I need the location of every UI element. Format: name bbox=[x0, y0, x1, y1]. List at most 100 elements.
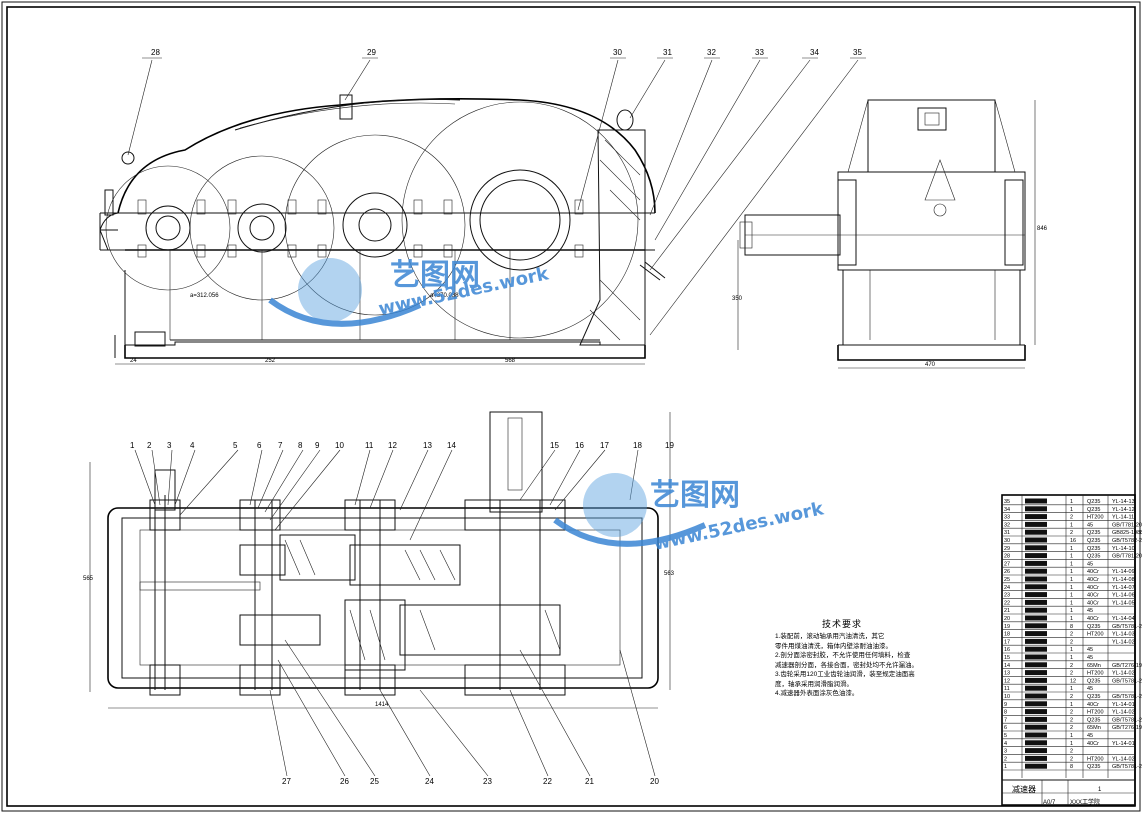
bom-no: 28 bbox=[1004, 554, 1010, 560]
center-distance-1: a=312.056 bbox=[190, 293, 219, 299]
bom-no: 24 bbox=[1004, 585, 1010, 591]
bom-no: 26 bbox=[1004, 569, 1010, 575]
bom-qty: 1 bbox=[1070, 577, 1073, 583]
bom-qty: 2 bbox=[1070, 671, 1073, 677]
dim-plan-right: 563 bbox=[664, 571, 675, 577]
bom-name-redacted bbox=[1025, 592, 1047, 598]
bom-std: YL-14-10 bbox=[1112, 546, 1135, 552]
callout-25: 25 bbox=[370, 777, 379, 786]
callout-2: 2 bbox=[147, 441, 152, 450]
bom-no: 10 bbox=[1004, 694, 1010, 700]
callout-15: 15 bbox=[550, 441, 559, 450]
bom-std: YL-14-01 bbox=[1112, 741, 1135, 747]
bom-no: 33 bbox=[1004, 515, 1010, 521]
bom-qty: 1 bbox=[1070, 522, 1073, 528]
bom-name-redacted bbox=[1025, 498, 1047, 504]
bom-mat: 40Cr bbox=[1087, 702, 1099, 708]
bom-std: YL-14-02 bbox=[1112, 710, 1135, 716]
bom-qty: 2 bbox=[1070, 710, 1073, 716]
bom-mat: Q235 bbox=[1087, 694, 1100, 700]
callout-24: 24 bbox=[425, 777, 434, 786]
bom-mat: HT200 bbox=[1087, 671, 1104, 677]
bom-qty: 1 bbox=[1070, 702, 1073, 708]
title-block: 减速器 A0/7 XXX工学院 1 bbox=[1001, 779, 1136, 806]
bom-qty: 1 bbox=[1070, 499, 1073, 505]
callout-11: 11 bbox=[365, 441, 374, 450]
callout-16: 16 bbox=[575, 441, 584, 450]
bom-qty: 1 bbox=[1070, 585, 1073, 591]
bom-qty: 1 bbox=[1070, 608, 1073, 614]
center-distance-2: a=370.038 bbox=[430, 293, 459, 299]
bom-name-redacted bbox=[1025, 584, 1047, 590]
bom-no: 8 bbox=[1004, 710, 1007, 716]
bom-name-redacted bbox=[1025, 568, 1047, 574]
drawing-name: 减速器 bbox=[1012, 784, 1036, 794]
bom-qty: 8 bbox=[1070, 764, 1073, 770]
bom-name-redacted bbox=[1025, 724, 1047, 730]
bom-qty: 1 bbox=[1070, 546, 1073, 552]
bom-mat: Q235 bbox=[1087, 717, 1100, 723]
bom-std: YL-14-05 bbox=[1112, 600, 1135, 606]
bom-name-redacted bbox=[1025, 740, 1047, 746]
bom-no: 4 bbox=[1004, 741, 1007, 747]
bom-name-redacted bbox=[1025, 677, 1047, 683]
bom-std: GB/T5781-2000 bbox=[1112, 694, 1142, 700]
bom-name-redacted bbox=[1025, 537, 1047, 543]
bom-mat: 45 bbox=[1087, 608, 1093, 614]
callout-1: 1 bbox=[130, 441, 135, 450]
bom-name-redacted bbox=[1025, 607, 1047, 613]
bom-mat: HT200 bbox=[1087, 515, 1104, 521]
watermark-brand-1: 艺图网 bbox=[390, 258, 480, 293]
bom-mat: Q235 bbox=[1087, 499, 1100, 505]
bom-mat: 45 bbox=[1087, 655, 1093, 661]
callout-3: 3 bbox=[167, 441, 172, 450]
bom-qty: 2 bbox=[1070, 717, 1073, 723]
bom-no: 9 bbox=[1004, 702, 1007, 708]
callout-6: 6 bbox=[257, 441, 262, 450]
dim-front-mid: 252 bbox=[265, 358, 276, 364]
bom-name-redacted bbox=[1025, 615, 1047, 621]
bom-qty: 1 bbox=[1070, 569, 1073, 575]
bom-no: 30 bbox=[1004, 538, 1010, 544]
bom-std: YL-14-06 bbox=[1112, 593, 1135, 599]
bom-std: YL-14-01 bbox=[1112, 702, 1135, 708]
callout-13: 13 bbox=[423, 441, 432, 450]
tech-requirement-line: 1.装配前，滚动轴承用汽油清洗，其它 bbox=[775, 633, 885, 640]
watermark-2: 艺图网 www.52des.work bbox=[553, 473, 826, 555]
bom-no: 7 bbox=[1004, 717, 1007, 723]
bom-mat: Q235 bbox=[1087, 507, 1100, 513]
bom-qty: 2 bbox=[1070, 530, 1073, 536]
callout-31: 31 bbox=[663, 48, 672, 57]
bom-mat: Q235 bbox=[1087, 554, 1100, 560]
bom-no: 14 bbox=[1004, 663, 1010, 669]
bom-no: 17 bbox=[1004, 639, 1010, 645]
bom-no: 29 bbox=[1004, 546, 1010, 552]
bom-std: GB/T5781-2000 bbox=[1112, 678, 1142, 684]
bom-std: YL-14-08 bbox=[1112, 577, 1135, 583]
bom-no: 13 bbox=[1004, 671, 1010, 677]
bom-qty: 8 bbox=[1070, 624, 1073, 630]
bom-qty: 1 bbox=[1070, 554, 1073, 560]
bom-no: 31 bbox=[1004, 530, 1010, 536]
bom-qty: 16 bbox=[1070, 538, 1076, 544]
callout-29: 29 bbox=[367, 48, 376, 57]
dim-front-right: 568 bbox=[505, 358, 516, 364]
bom-std: GB/T5781-2000 bbox=[1112, 624, 1142, 630]
bom-name-redacted bbox=[1025, 670, 1047, 676]
bom-no: 6 bbox=[1004, 725, 1007, 731]
callout-17: 17 bbox=[600, 441, 609, 450]
bom-no: 32 bbox=[1004, 522, 1010, 528]
bom-mat: 40Cr bbox=[1087, 741, 1099, 747]
bom-mat: 40Cr bbox=[1087, 600, 1099, 606]
callout-35: 35 bbox=[853, 48, 862, 57]
dim-side-width: 470 bbox=[925, 362, 936, 368]
bom-mat: Q235 bbox=[1087, 624, 1100, 630]
callout-27: 27 bbox=[282, 777, 291, 786]
bom-qty: 2 bbox=[1070, 515, 1073, 521]
bom-name-redacted bbox=[1025, 529, 1047, 535]
bom-std: YL-14-02 bbox=[1112, 639, 1135, 645]
bom-qty: 1 bbox=[1070, 686, 1073, 692]
bom-qty: 2 bbox=[1070, 632, 1073, 638]
callout-19: 19 bbox=[665, 441, 674, 450]
